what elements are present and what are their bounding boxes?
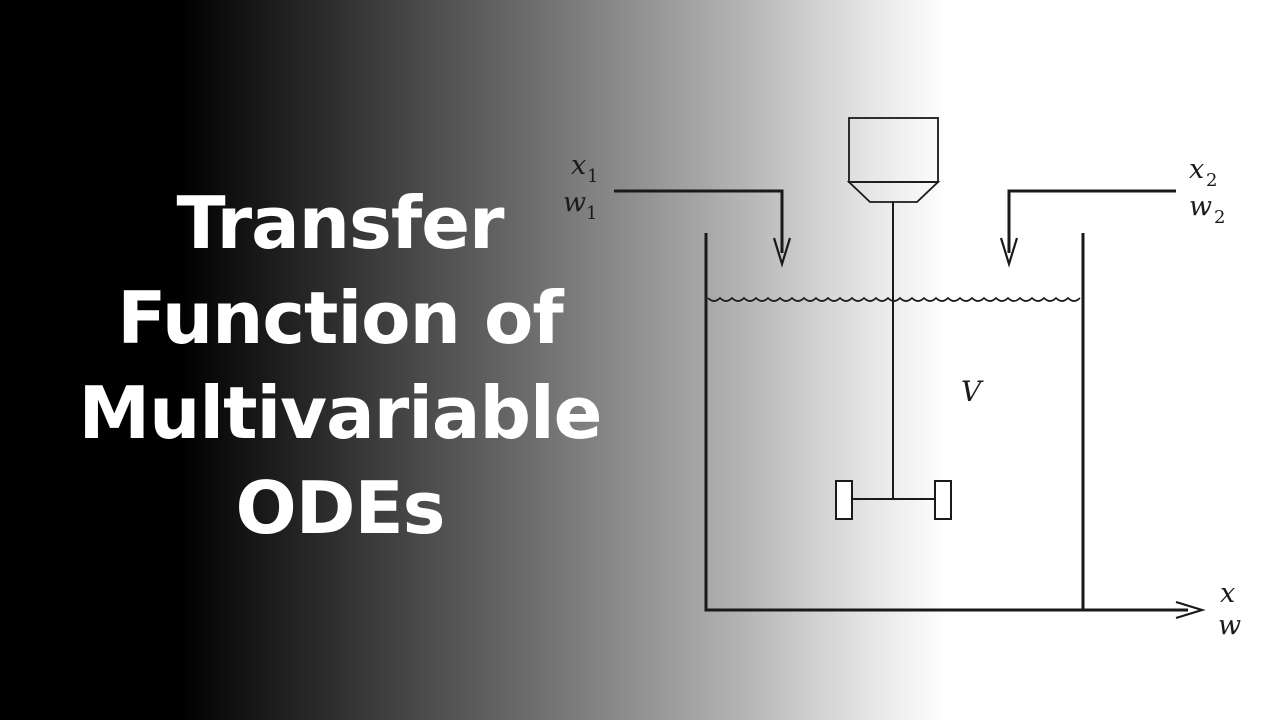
tank-wall	[704, 233, 1085, 612]
inlet-1-pipe	[614, 189, 784, 253]
inlet-2-pipe	[1007, 189, 1176, 253]
inlet-1-w-label: w	[563, 187, 586, 218]
inlet-2-w-label: w	[1189, 191, 1212, 222]
title-line-3: Multivariable	[78, 371, 602, 455]
outlet-w-label: w	[1218, 610, 1241, 641]
outlet-arrow-icon	[1175, 600, 1206, 620]
motor-icon	[846, 117, 941, 203]
title-line-1: Transfer	[176, 181, 504, 265]
inlet-2-x-label: x	[1189, 154, 1204, 185]
inlet-2-x-subscript: 2	[1206, 170, 1217, 191]
inlet-1-arrow-icon	[772, 237, 792, 268]
inlet-2-w-subscript: 2	[1214, 207, 1225, 228]
title: Transfer Function of Multivariable ODEs	[60, 176, 620, 556]
inlet-1-x-label: x	[571, 150, 586, 181]
title-line-4: ODEs	[235, 466, 445, 550]
title-line-2: Function of	[117, 276, 563, 360]
inlet-2-arrow-icon	[999, 237, 1019, 268]
inlet-1-x-subscript: 1	[587, 166, 598, 187]
inlet-1-w-subscript: 1	[586, 203, 597, 224]
volume-label: V	[961, 375, 984, 408]
outlet-x-label: x	[1220, 578, 1235, 609]
impeller-icon	[835, 202, 952, 520]
